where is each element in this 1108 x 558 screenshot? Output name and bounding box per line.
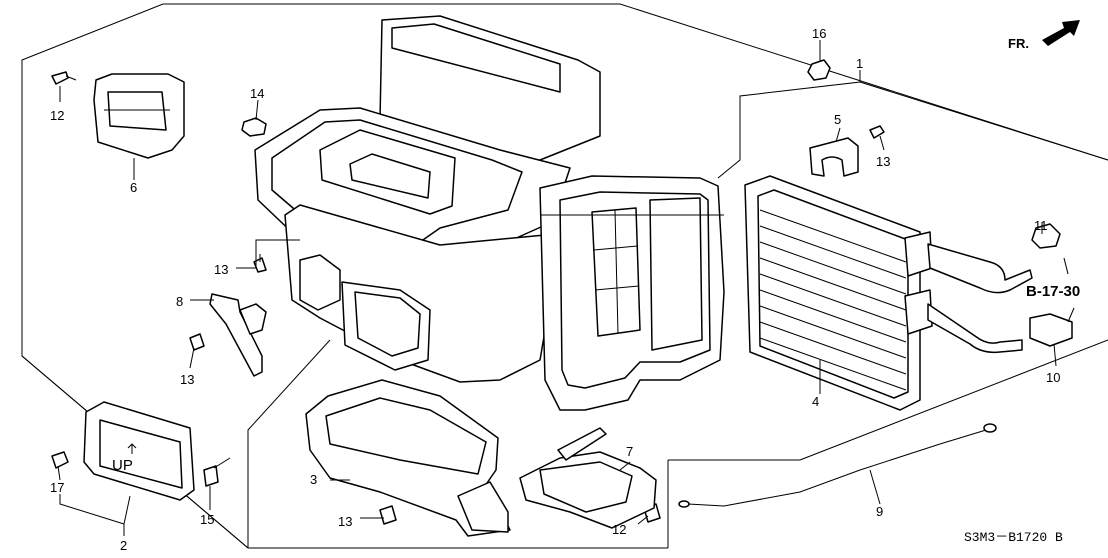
callout-4: 4 xyxy=(812,394,819,409)
screw-icon xyxy=(253,254,267,273)
callouts: 1 2 3 4 5 6 7 8 9 10 11 12 12 13 13 13 1… xyxy=(50,26,1060,553)
front-arrow-icon xyxy=(1042,20,1080,46)
reference-label: B-17-30 xyxy=(1026,283,1080,300)
screw-icon xyxy=(51,451,69,469)
air-mix-actuator xyxy=(519,427,657,529)
screw-icon xyxy=(51,71,77,85)
callout-12-upper: 12 xyxy=(50,108,64,123)
callout-12-lower: 12 xyxy=(612,522,626,537)
lower-case xyxy=(305,379,511,537)
heater-unit-housing xyxy=(254,15,725,411)
callout-1: 1 xyxy=(856,56,863,71)
callout-8: 8 xyxy=(176,294,183,309)
up-marking: UP xyxy=(112,457,133,474)
callout-7: 7 xyxy=(626,444,633,459)
heater-core-bracket xyxy=(809,137,859,177)
screw-icon xyxy=(203,457,231,487)
callout-13-right: 13 xyxy=(876,154,890,169)
fasteners xyxy=(51,59,1073,525)
assembly-frame xyxy=(21,3,1108,549)
callout-9: 9 xyxy=(876,504,883,519)
screw-icon xyxy=(869,125,885,139)
callout-14: 14 xyxy=(250,86,264,101)
mode-actuator xyxy=(93,73,185,159)
callout-5: 5 xyxy=(834,112,841,127)
callout-3: 3 xyxy=(310,472,317,487)
callout-16: 16 xyxy=(812,26,826,41)
nut-icon xyxy=(807,59,831,81)
callout-6: 6 xyxy=(130,180,137,195)
screw-icon xyxy=(189,333,205,351)
control-cable xyxy=(678,423,997,508)
pipe-joint xyxy=(209,293,267,377)
screw-icon xyxy=(379,505,397,525)
callout-13-mid: 13 xyxy=(180,372,194,387)
front-direction-indicator: FR. xyxy=(1008,20,1080,51)
grommet-icon xyxy=(241,117,267,137)
front-label: FR. xyxy=(1008,36,1029,51)
filter-lid: UP xyxy=(83,401,195,501)
callout-2: 2 xyxy=(120,538,127,553)
heater-core xyxy=(744,175,1033,411)
diagram-code: S3M3－B1720 B xyxy=(964,530,1063,545)
leader-lines xyxy=(57,40,1075,536)
callout-11: 11 xyxy=(1034,218,1048,233)
flange-icon xyxy=(1029,313,1073,347)
callout-13-left: 13 xyxy=(214,262,228,277)
callout-10: 10 xyxy=(1046,370,1060,385)
callout-15: 15 xyxy=(200,512,214,527)
callout-17: 17 xyxy=(50,480,64,495)
callout-13-bottom: 13 xyxy=(338,514,352,529)
grommet-icon xyxy=(1031,223,1061,249)
